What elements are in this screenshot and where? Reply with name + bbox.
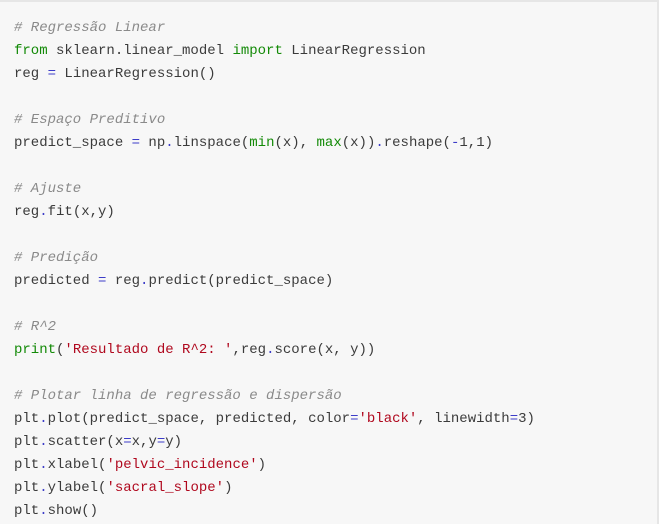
code-token-string: 'black'	[358, 411, 418, 427]
code-token-plain: (	[56, 342, 65, 358]
code-token-op: .	[39, 503, 48, 519]
code-line: from sklearn.linear_model import LinearR…	[14, 40, 535, 63]
code-line: plt.show()	[14, 500, 535, 523]
code-token-op: =	[131, 135, 141, 151]
code-token-plain: xlabel(	[47, 457, 107, 473]
code-token-op: =	[123, 434, 132, 450]
code-token-plain: np	[140, 135, 166, 151]
code-line: # Ajuste	[14, 178, 535, 201]
code-token-comment: # Predição	[14, 250, 99, 266]
code-token-plain: x,y	[131, 434, 157, 450]
code-token-keyword: import	[232, 43, 283, 59]
code-token-plain: scatter(x	[47, 434, 124, 450]
code-token-plain: plt	[14, 457, 40, 473]
code-token-op: .	[266, 342, 275, 358]
code-token-keyword: from	[14, 43, 48, 59]
code-editor[interactable]: # Regressão Linear from sklearn.linear_mo…	[14, 17, 535, 523]
code-token-number: 1	[459, 135, 468, 151]
code-token-plain: ,	[467, 135, 477, 151]
code-token-number: 1	[476, 135, 485, 151]
code-token-plain: plt	[14, 503, 40, 519]
code-line: # R^2	[14, 316, 535, 339]
blank-line	[14, 155, 535, 178]
code-token-plain: reshape(	[383, 135, 451, 151]
code-line: plt.plot(predict_space, predicted, color…	[14, 408, 535, 431]
code-line: # Predição	[14, 247, 535, 270]
code-token-plain: predict_space	[14, 135, 132, 151]
code-line: # Plotar linha de regressão e dispersão	[14, 385, 535, 408]
code-line: reg = LinearRegression()	[14, 63, 535, 86]
code-token-op: =	[156, 434, 166, 450]
code-token-plain: plt	[14, 480, 40, 496]
code-token-string: 'Resultado de R^2: '	[64, 342, 233, 358]
code-token-plain: )	[224, 480, 233, 496]
code-token-plain: LinearRegression	[282, 43, 426, 59]
code-token-string: 'sacral_slope'	[106, 480, 225, 496]
code-line: # Regressão Linear	[14, 17, 535, 40]
code-line: plt.scatter(x=x,y=y)	[14, 431, 535, 454]
code-token-plain: ,reg	[232, 342, 267, 358]
code-token-comment: # Plotar linha de regressão e dispersão	[14, 388, 342, 404]
code-token-number: 3	[518, 411, 527, 427]
code-token-comment: # Espaço Preditivo	[14, 112, 166, 128]
code-token-op: =	[47, 66, 57, 82]
code-token-plain: score(x, y))	[274, 342, 376, 358]
code-token-builtin: max	[316, 135, 342, 151]
code-token-plain: (x))	[341, 135, 376, 151]
code-token-op: =	[350, 411, 359, 427]
code-token-plain: , linewidth	[417, 411, 510, 427]
code-line: predicted = reg.predict(predict_space)	[14, 270, 535, 293]
code-line: plt.xlabel('pelvic_incidence')	[14, 454, 535, 477]
code-token-comment: # Regressão Linear	[14, 20, 166, 36]
code-token-plain: plt	[14, 411, 40, 427]
code-token-plain: ylabel(	[47, 480, 107, 496]
code-token-plain: )	[526, 411, 535, 427]
code-line: predict_space = np.linspace(min(x), max(…	[14, 132, 535, 155]
code-token-op: .	[39, 457, 48, 473]
code-token-plain: linspace(	[173, 135, 250, 151]
code-token-builtin: print	[14, 342, 57, 358]
code-token-plain: LinearRegression()	[56, 66, 216, 82]
code-token-plain: plot(predict_space, predicted, color	[47, 411, 351, 427]
code-token-plain: show()	[47, 503, 99, 519]
code-token-plain: )	[257, 457, 267, 473]
code-token-op: .	[39, 411, 48, 427]
code-token-comment: # R^2	[14, 319, 57, 335]
code-token-op: .	[39, 480, 48, 496]
code-token-comment: # Ajuste	[14, 181, 82, 197]
blank-line	[14, 86, 535, 109]
code-token-plain: reg	[14, 204, 40, 220]
code-token-plain: plt	[14, 434, 40, 450]
code-token-op: .	[375, 135, 384, 151]
code-token-op: .	[39, 204, 48, 220]
code-token-plain: (x),	[274, 135, 317, 151]
code-line: print('Resultado de R^2: ',reg.score(x, …	[14, 339, 535, 362]
code-token-plain: predicted	[14, 273, 99, 289]
code-token-plain: fit(x,y)	[47, 204, 115, 220]
code-token-builtin: min	[249, 135, 275, 151]
code-token-op: .	[39, 434, 48, 450]
code-token-plain: predict(predict_space)	[148, 273, 334, 289]
code-token-plain: sklearn.linear_model	[47, 43, 233, 59]
code-token-op: =	[509, 411, 519, 427]
blank-line	[14, 224, 535, 247]
code-token-plain: )	[484, 135, 493, 151]
code-token-plain: reg	[106, 273, 141, 289]
code-token-op: .	[140, 273, 149, 289]
code-token-op: .	[165, 135, 174, 151]
code-token-op: -	[450, 135, 460, 151]
blank-line	[14, 362, 535, 385]
code-token-string: 'pelvic_incidence'	[106, 457, 258, 473]
blank-line	[14, 293, 535, 316]
code-token-plain: reg	[14, 66, 48, 82]
code-line: reg.fit(x,y)	[14, 201, 535, 224]
code-line: # Espaço Preditivo	[14, 109, 535, 132]
code-line: plt.ylabel('sacral_slope')	[14, 477, 535, 500]
code-token-plain: y)	[165, 434, 183, 450]
code-token-op: =	[98, 273, 107, 289]
